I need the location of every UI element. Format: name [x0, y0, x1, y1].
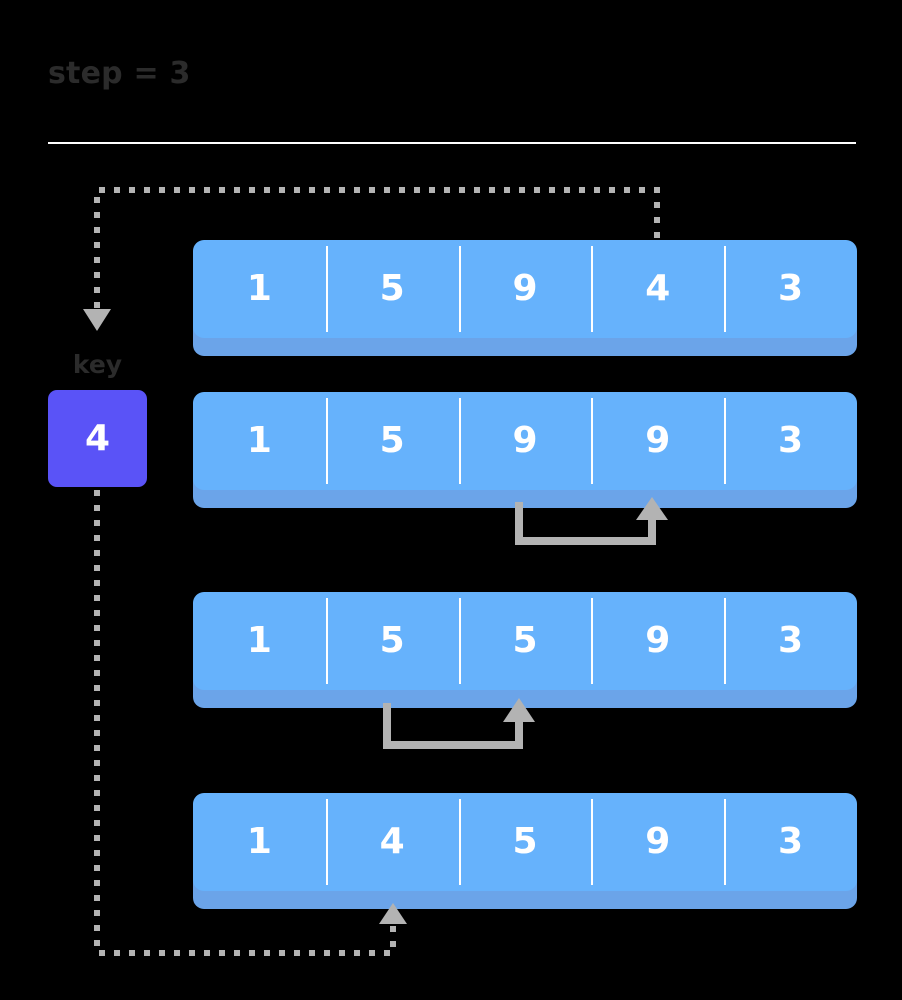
array-cell: 5 — [325, 240, 459, 338]
page-title: step = 3 — [48, 56, 191, 91]
array-row-3: 1 5 5 9 3 — [193, 592, 857, 708]
cell-value: 9 — [512, 420, 538, 461]
cell-value: 1 — [246, 420, 272, 461]
array-cell: 3 — [724, 793, 857, 891]
cell-value: 5 — [379, 268, 405, 309]
key-extract-arrowhead — [83, 309, 111, 331]
array-cell: 1 — [193, 392, 326, 490]
key-label: key — [72, 350, 123, 379]
cell-value: 4 — [645, 268, 671, 309]
key-value: 4 — [84, 417, 111, 459]
array-cell: 3 — [724, 592, 857, 690]
array-cell: 3 — [724, 240, 857, 338]
array-cell: 4 — [325, 793, 459, 891]
cell-value: 3 — [778, 620, 804, 661]
array-cell: 4 — [591, 240, 724, 338]
cell-value: 1 — [246, 821, 272, 862]
array-cell: 3 — [724, 392, 857, 490]
row-body: 1 5 5 9 3 — [193, 592, 857, 690]
shift-arrow-row3-path — [383, 703, 523, 749]
array-cell: 5 — [325, 592, 459, 690]
cell-value: 1 — [246, 268, 272, 309]
array-row-2: 1 5 9 9 3 — [193, 392, 857, 508]
array-cell: 5 — [458, 592, 592, 690]
cell-value: 3 — [778, 420, 804, 461]
array-cell: 5 — [458, 793, 592, 891]
cell-value: 5 — [379, 620, 405, 661]
array-row-4: 1 4 5 9 3 — [193, 793, 857, 909]
row-body: 1 4 5 9 3 — [193, 793, 857, 891]
array-cell: 1 — [193, 793, 326, 891]
array-cell: 1 — [193, 592, 326, 690]
cell-value: 9 — [645, 420, 671, 461]
cell-value: 3 — [778, 268, 804, 309]
array-cell: 9 — [591, 793, 724, 891]
cell-value: 5 — [512, 821, 538, 862]
cell-value: 9 — [645, 620, 671, 661]
cell-value: 5 — [379, 420, 405, 461]
header-divider — [48, 142, 856, 144]
array-cell: 1 — [193, 240, 326, 338]
cell-value: 9 — [645, 821, 671, 862]
array-cell: 9 — [591, 392, 724, 490]
cell-value: 1 — [246, 620, 272, 661]
array-cell: 9 — [458, 240, 592, 338]
array-cell: 9 — [458, 392, 592, 490]
cell-value: 4 — [379, 821, 405, 862]
cell-value: 3 — [778, 821, 804, 862]
cell-value: 9 — [512, 268, 538, 309]
array-cell: 9 — [591, 592, 724, 690]
row-body: 1 5 9 9 3 — [193, 392, 857, 490]
cell-value: 5 — [512, 620, 538, 661]
key-box: 4 — [48, 390, 147, 487]
array-cell: 5 — [325, 392, 459, 490]
array-row-1: 1 5 9 4 3 — [193, 240, 857, 356]
row-body: 1 5 9 4 3 — [193, 240, 857, 338]
